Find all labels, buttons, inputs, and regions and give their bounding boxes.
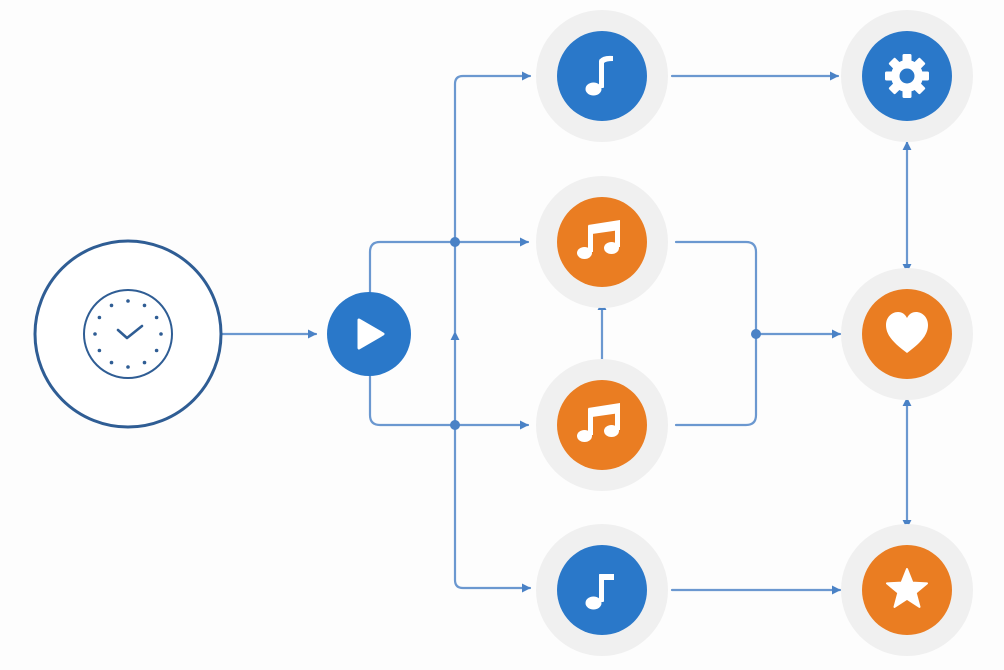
junction-dots xyxy=(450,237,761,430)
node-favorite[interactable] xyxy=(841,268,973,400)
edge-bus-note-top xyxy=(453,71,532,244)
gear-icon xyxy=(885,54,929,98)
play-icon xyxy=(357,318,385,350)
node-source[interactable] xyxy=(33,239,223,429)
star-icon xyxy=(886,568,928,608)
node-settings[interactable] xyxy=(841,10,973,142)
clock-icon xyxy=(83,289,173,379)
node-note-bottom[interactable] xyxy=(536,524,668,656)
music-note-icon xyxy=(585,55,613,96)
edge-play-notes-mid-lower xyxy=(368,361,530,430)
edge-bus-note-bottom xyxy=(453,423,532,593)
junction-dot-upper xyxy=(450,237,460,247)
edge-notes-mid-lower-favorite xyxy=(674,332,758,427)
music-note-icon xyxy=(585,574,614,610)
node-notes-mid-upper[interactable] xyxy=(536,176,668,308)
edge-notes-mid-upper-favorite xyxy=(674,240,758,336)
music-notes-icon xyxy=(577,220,620,259)
node-star[interactable] xyxy=(841,524,973,656)
junction-dot-lower xyxy=(450,420,460,430)
node-play[interactable] xyxy=(327,292,411,376)
edge-play-notes-mid-upper xyxy=(368,237,530,307)
heart-icon xyxy=(886,312,928,353)
junction-dot-right xyxy=(751,329,761,339)
connectors xyxy=(220,71,912,595)
music-notes-icon xyxy=(577,403,620,442)
node-note-top[interactable] xyxy=(536,10,668,142)
node-notes-mid-lower[interactable] xyxy=(536,359,668,491)
